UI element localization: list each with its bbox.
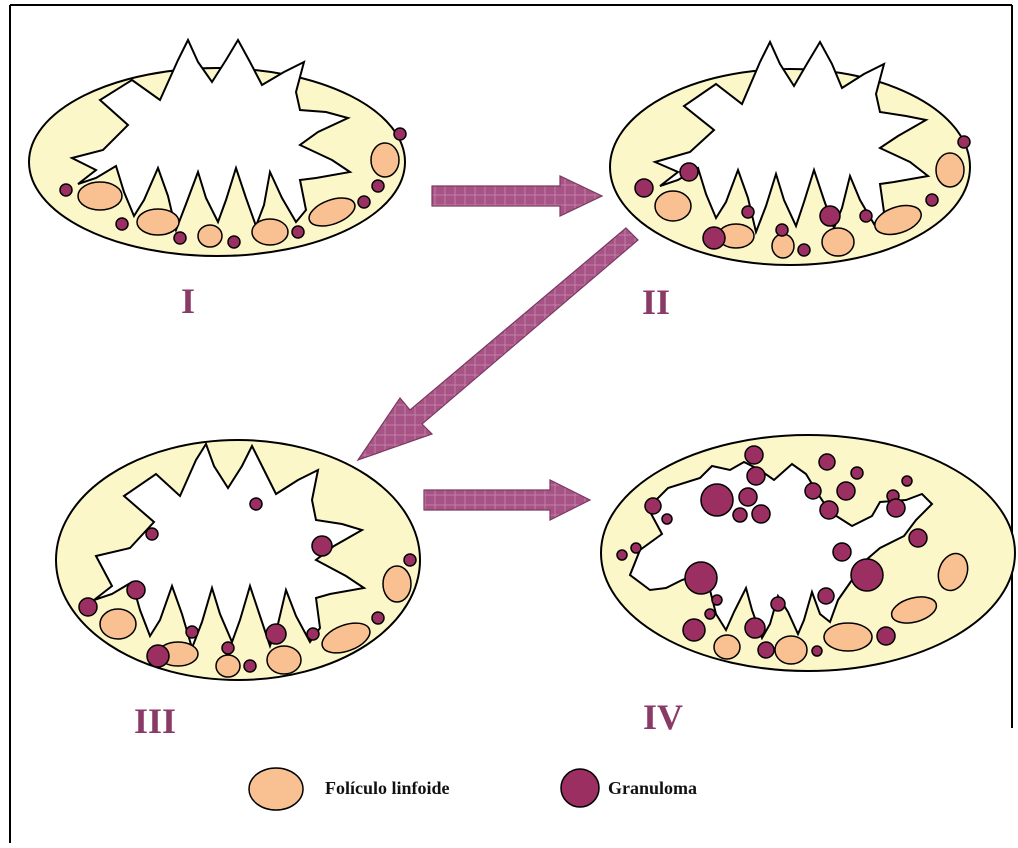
stage-4-cross-section	[601, 435, 1015, 671]
granuloma	[116, 218, 128, 230]
stage-1-label: I	[181, 283, 195, 319]
granuloma	[683, 619, 705, 641]
follicle	[936, 153, 964, 187]
follicle	[100, 609, 136, 639]
granuloma	[146, 528, 158, 540]
granuloma	[851, 559, 883, 591]
stage-1-cross-section	[29, 40, 406, 256]
follicle	[775, 636, 807, 664]
follicle	[216, 655, 240, 677]
stage-3-label: III	[134, 703, 176, 739]
granuloma	[228, 236, 240, 248]
follicle	[252, 219, 288, 245]
granuloma	[739, 488, 757, 506]
stage-2-cross-section	[610, 42, 970, 265]
follicle	[383, 566, 411, 602]
follicle	[822, 228, 854, 256]
granuloma	[771, 597, 785, 611]
granuloma	[645, 498, 661, 514]
granuloma	[250, 498, 262, 510]
granuloma	[752, 505, 770, 523]
granuloma	[222, 642, 234, 654]
granuloma	[837, 482, 855, 500]
granuloma	[312, 536, 332, 556]
follicle	[655, 191, 691, 221]
granuloma	[851, 467, 863, 479]
granuloma	[127, 581, 145, 599]
granuloma	[805, 483, 821, 499]
legend-follicle-label: Folículo linfoide	[325, 779, 450, 797]
granuloma	[244, 660, 256, 672]
legend-granuloma-swatch	[561, 769, 599, 807]
arrow-2-to-3	[358, 228, 638, 460]
granuloma	[887, 499, 905, 517]
granuloma	[798, 244, 810, 256]
granuloma	[147, 645, 169, 667]
granuloma	[860, 210, 872, 222]
granuloma	[747, 467, 765, 485]
granuloma	[812, 646, 822, 656]
granuloma	[266, 624, 286, 644]
granuloma	[712, 595, 722, 605]
stage-4-label: IV	[643, 699, 683, 735]
granuloma	[703, 227, 725, 249]
granuloma	[877, 627, 895, 645]
arrow-3-to-4	[424, 480, 590, 520]
granuloma	[819, 454, 835, 470]
follicle	[267, 646, 301, 674]
legend-follicle-swatch	[249, 768, 303, 810]
granuloma	[372, 180, 384, 192]
granuloma	[307, 628, 319, 640]
granuloma	[292, 226, 304, 238]
granuloma	[818, 588, 834, 604]
granuloma	[833, 543, 851, 561]
granuloma	[186, 626, 198, 638]
granuloma	[733, 508, 747, 522]
stage-2-label: II	[642, 284, 670, 320]
arrow-1-to-2	[432, 176, 602, 216]
follicle	[371, 143, 399, 177]
granuloma	[394, 128, 406, 140]
granuloma	[372, 612, 384, 624]
granuloma	[701, 484, 733, 516]
granuloma	[909, 529, 927, 547]
legend-granuloma-label: Granuloma	[608, 779, 697, 797]
granuloma	[820, 206, 840, 226]
granuloma	[662, 514, 672, 524]
granuloma	[926, 194, 938, 206]
follicle	[714, 635, 740, 659]
granuloma	[358, 196, 370, 208]
granuloma	[404, 554, 416, 566]
granuloma	[174, 232, 186, 244]
granuloma	[685, 562, 717, 594]
granuloma	[958, 136, 970, 148]
granuloma	[745, 446, 763, 464]
granuloma	[742, 206, 754, 218]
follicle	[772, 234, 794, 258]
granuloma	[631, 543, 641, 553]
granuloma	[745, 618, 765, 638]
granuloma	[820, 501, 838, 519]
follicle	[824, 623, 872, 651]
granuloma	[758, 642, 774, 658]
follicle	[78, 182, 122, 210]
granuloma	[776, 224, 788, 236]
stage-3-cross-section	[56, 440, 420, 680]
granuloma	[617, 550, 627, 560]
granuloma	[60, 184, 72, 196]
granuloma	[635, 179, 653, 197]
granuloma	[680, 163, 698, 181]
granuloma	[79, 598, 97, 616]
granuloma	[902, 476, 912, 486]
follicle	[137, 209, 179, 235]
granuloma	[705, 609, 715, 619]
follicle	[198, 225, 222, 247]
